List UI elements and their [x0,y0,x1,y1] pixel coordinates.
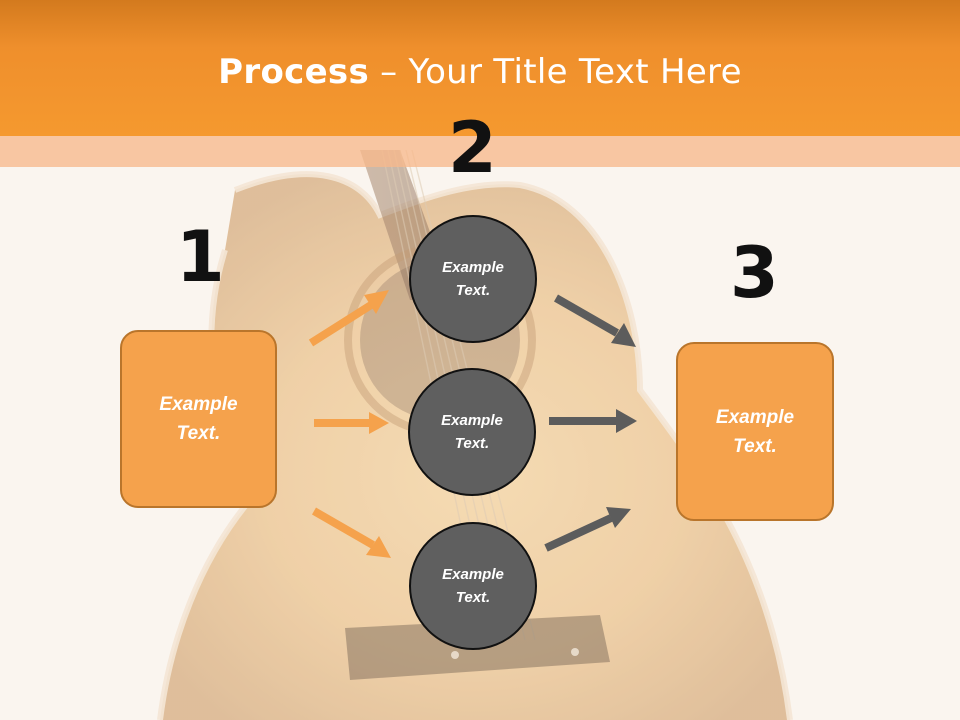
title-bold: Process [218,52,370,92]
step-2-circle-middle: Example Text. [408,368,536,496]
arrow-box1-to-circle-middle [314,412,389,434]
step-1-box: Example Text. [120,330,277,508]
arrow-box1-to-circle-bottom [312,507,391,558]
header-band [0,136,960,167]
arrow-circle-top-to-box3 [554,294,636,347]
step-3-box: Example Text. [676,342,834,521]
title-rest: – Your Title Text Here [369,52,742,92]
arrow-circle-middle-to-box3 [549,409,637,433]
arrow-box1-to-circle-top [308,290,389,347]
step-2-circle-bottom: Example Text. [409,522,537,650]
header-bar [0,0,960,136]
step-1-number: 1 [176,216,225,298]
arrow-circle-bottom-to-box3 [544,507,631,552]
step-2-circle-top: Example Text. [409,215,537,343]
step-3-number: 3 [730,232,779,314]
slide-title: Process – Your Title Text Here [0,52,960,92]
step-2-number: 2 [448,107,497,189]
